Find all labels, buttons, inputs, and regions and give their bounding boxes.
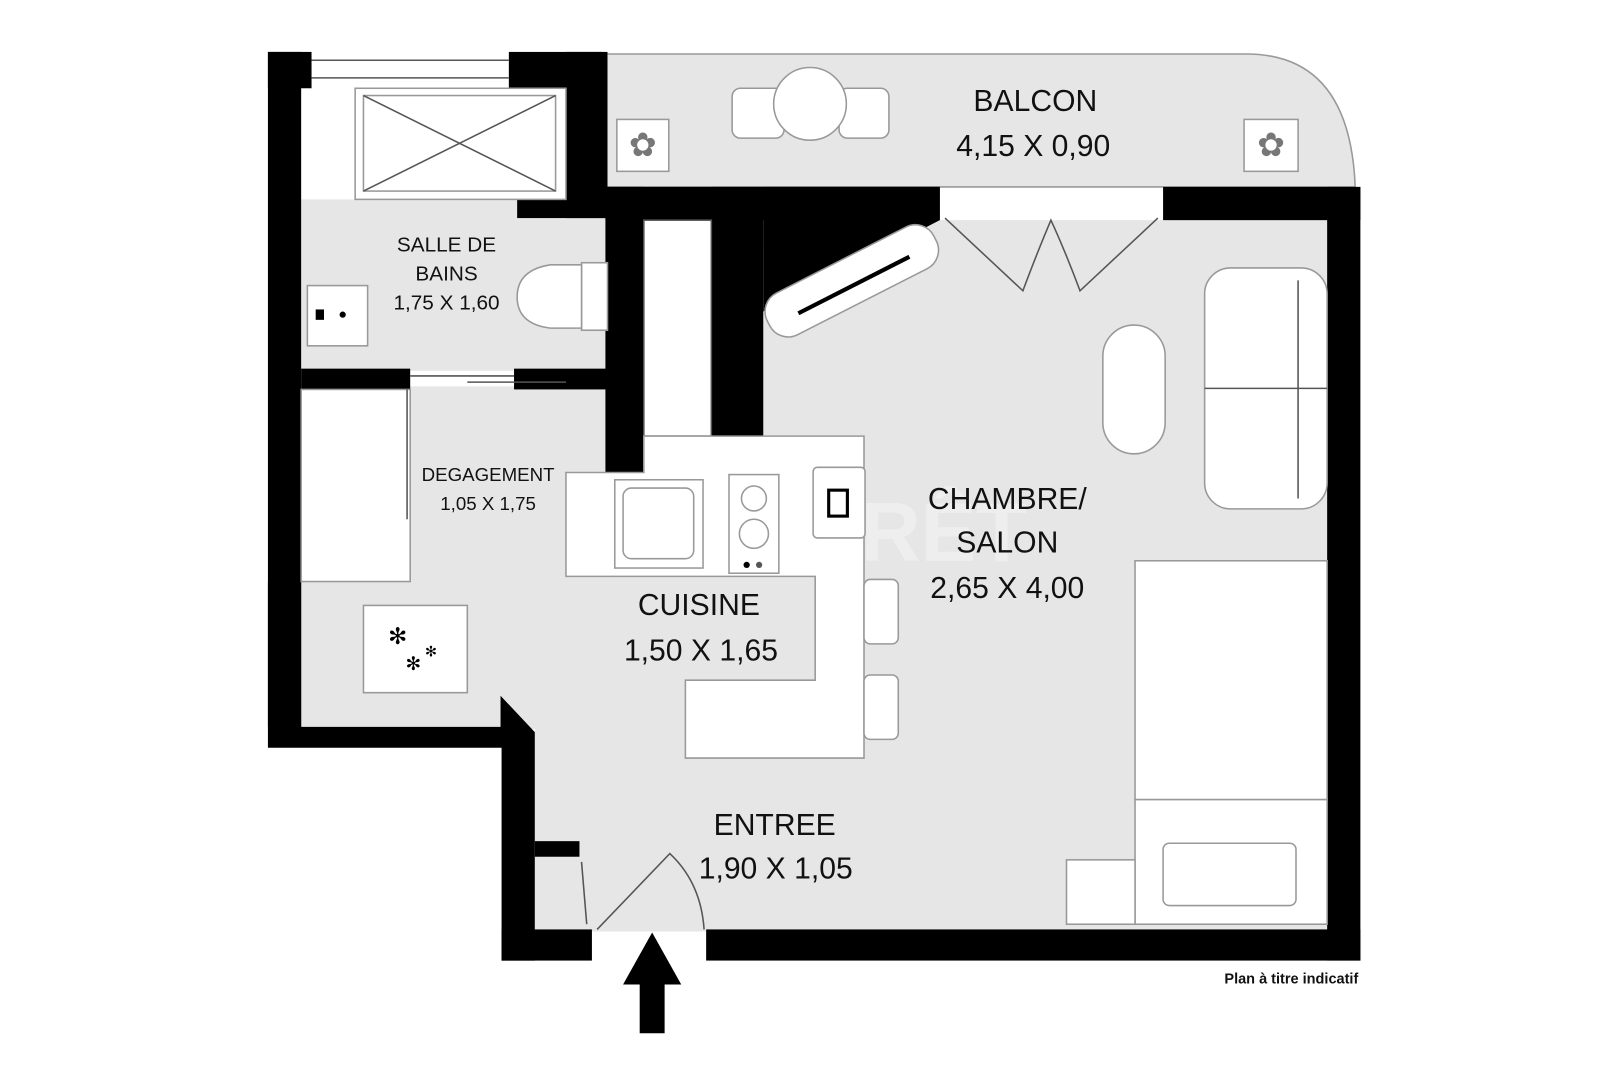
cabinet bbox=[1065, 859, 1136, 926]
svg-text:✻: ✻ bbox=[425, 644, 437, 660]
room-size-entree: 1,90 X 1,05 bbox=[699, 853, 853, 886]
walls bbox=[267, 51, 1361, 961]
furniture: ✻ ✻ ✻ bbox=[300, 66, 1328, 926]
wall bbox=[534, 841, 580, 857]
wall bbox=[565, 51, 608, 219]
svg-text:✻: ✻ bbox=[388, 624, 407, 650]
bed bbox=[1134, 559, 1328, 801]
bathtub bbox=[354, 87, 567, 201]
toilet bbox=[516, 261, 609, 332]
wall bbox=[514, 368, 608, 390]
bar-stools bbox=[863, 578, 900, 741]
closet bbox=[300, 388, 411, 583]
wall bbox=[517, 199, 608, 219]
room-name-salon-1: CHAMBRE/ bbox=[928, 483, 1088, 516]
room-name-bathroom-1: SALLE DE bbox=[397, 233, 496, 256]
room-size-salon: 2,65 X 4,00 bbox=[930, 572, 1084, 605]
wall bbox=[267, 581, 535, 961]
room-size-balcon: 4,15 X 0,90 bbox=[956, 130, 1110, 163]
kitchen-counter bbox=[565, 435, 866, 759]
duct bbox=[643, 219, 713, 437]
entry-door bbox=[596, 852, 705, 930]
air-conditioner bbox=[764, 223, 940, 338]
sink bbox=[306, 284, 369, 347]
doors bbox=[406, 217, 1159, 930]
wall bbox=[605, 186, 644, 473]
balcony-table bbox=[731, 66, 890, 141]
balcony-french-door bbox=[944, 217, 1159, 293]
plant: ✿ bbox=[616, 118, 670, 173]
disclaimer: Plan à titre indicatif bbox=[1224, 971, 1358, 987]
wall bbox=[706, 929, 1361, 961]
desk bbox=[1134, 798, 1328, 926]
fridge: ✻ ✻ ✻ bbox=[362, 604, 469, 694]
sofa bbox=[1203, 267, 1328, 510]
entry-arrow-icon bbox=[623, 932, 682, 1034]
room-labels: BALCON 4,15 X 0,90 SALLE DE BAINS 1,75 X… bbox=[393, 85, 1110, 885]
room-name-entree: ENTREE bbox=[714, 809, 836, 842]
svg-text:✿: ✿ bbox=[1257, 125, 1285, 164]
wall bbox=[1327, 186, 1361, 961]
room-name-balcon: BALCON bbox=[973, 85, 1097, 118]
svg-text:✿: ✿ bbox=[629, 125, 657, 164]
room-name-degagement: DEGAGEMENT bbox=[422, 464, 555, 485]
plant: ✿ bbox=[1243, 118, 1299, 173]
wall bbox=[301, 368, 411, 390]
balcony-floor bbox=[601, 53, 1357, 188]
room-name-bathroom-2: BAINS bbox=[415, 262, 477, 285]
wall bbox=[711, 186, 764, 473]
svg-text:✻: ✻ bbox=[405, 654, 421, 675]
room-size-degagement: 1,05 X 1,75 bbox=[440, 493, 536, 514]
room-size-bathroom: 1,75 X 1,60 bbox=[393, 291, 499, 314]
wall bbox=[267, 51, 312, 89]
room-size-cuisine: 1,50 X 1,65 bbox=[624, 634, 778, 667]
room-name-cuisine: CUISINE bbox=[638, 589, 760, 622]
coffee-table bbox=[1102, 324, 1166, 455]
room-name-salon-2: SALON bbox=[956, 526, 1058, 559]
